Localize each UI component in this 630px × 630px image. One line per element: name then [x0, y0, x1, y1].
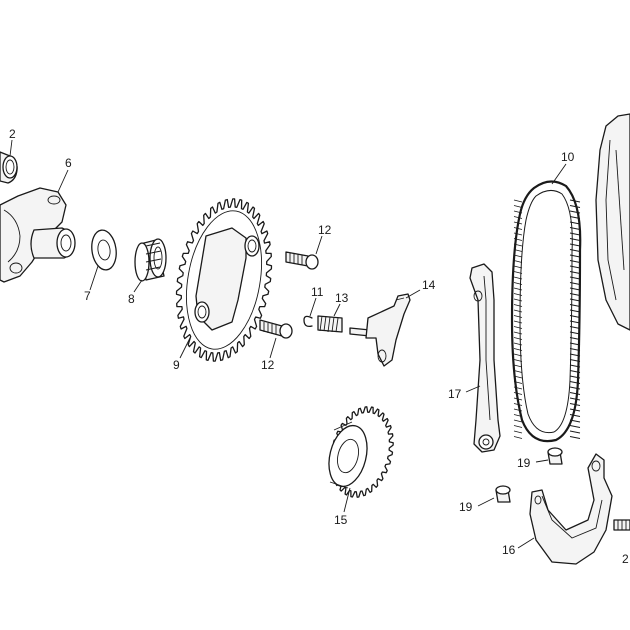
- part-15-gear: [328, 406, 394, 498]
- part-12-screw-lower: [259, 319, 293, 339]
- part-17-chain-guide: [469, 263, 501, 453]
- callout-17: 17: [448, 387, 462, 401]
- callout-9: 9: [173, 358, 180, 372]
- callout-11: 11: [311, 285, 324, 299]
- part-9-sprocket: [175, 198, 273, 362]
- callout-6: 6: [65, 156, 72, 170]
- callout-19-lower: 19: [459, 500, 473, 514]
- part-16-guide-shoe: [529, 453, 613, 565]
- part-10-timing-chain: [510, 180, 582, 443]
- part-2-bush: [0, 151, 18, 184]
- callout-15: 15: [334, 513, 348, 527]
- part-19-dowel-upper: [547, 447, 563, 465]
- callout-8: 8: [128, 292, 135, 306]
- part-13-spring: [317, 315, 343, 333]
- callout-10: 10: [561, 150, 575, 164]
- callout-2-top: 2: [9, 127, 16, 141]
- callout-2-bottom: 2: [622, 552, 629, 566]
- callout-16: 16: [502, 543, 516, 557]
- part-2-screw-bottom: [613, 519, 630, 531]
- part-11-circlip: [303, 315, 313, 328]
- callout-13: 13: [335, 291, 349, 305]
- part-14-tensioner: [349, 293, 411, 367]
- part-19-dowel-lower: [495, 485, 511, 503]
- leader-lines: [9, 139, 567, 549]
- callout-14: 14: [422, 278, 436, 292]
- callout-7: 7: [84, 289, 91, 303]
- part-7-washer: [91, 229, 117, 271]
- part-12-screw-upper: [285, 251, 319, 270]
- part-8-needle-bearing: [134, 238, 167, 282]
- tensioner-blade: [595, 113, 630, 331]
- callout-19-upper: 19: [517, 456, 531, 470]
- part-6-crankshaft: [0, 187, 76, 283]
- callout-12-lower: 12: [261, 358, 275, 372]
- callout-12-upper: 12: [318, 223, 332, 237]
- callout-labels: 2 6 7 8 9 12 11 13 14 12 10 17 15 19 19 …: [9, 127, 629, 566]
